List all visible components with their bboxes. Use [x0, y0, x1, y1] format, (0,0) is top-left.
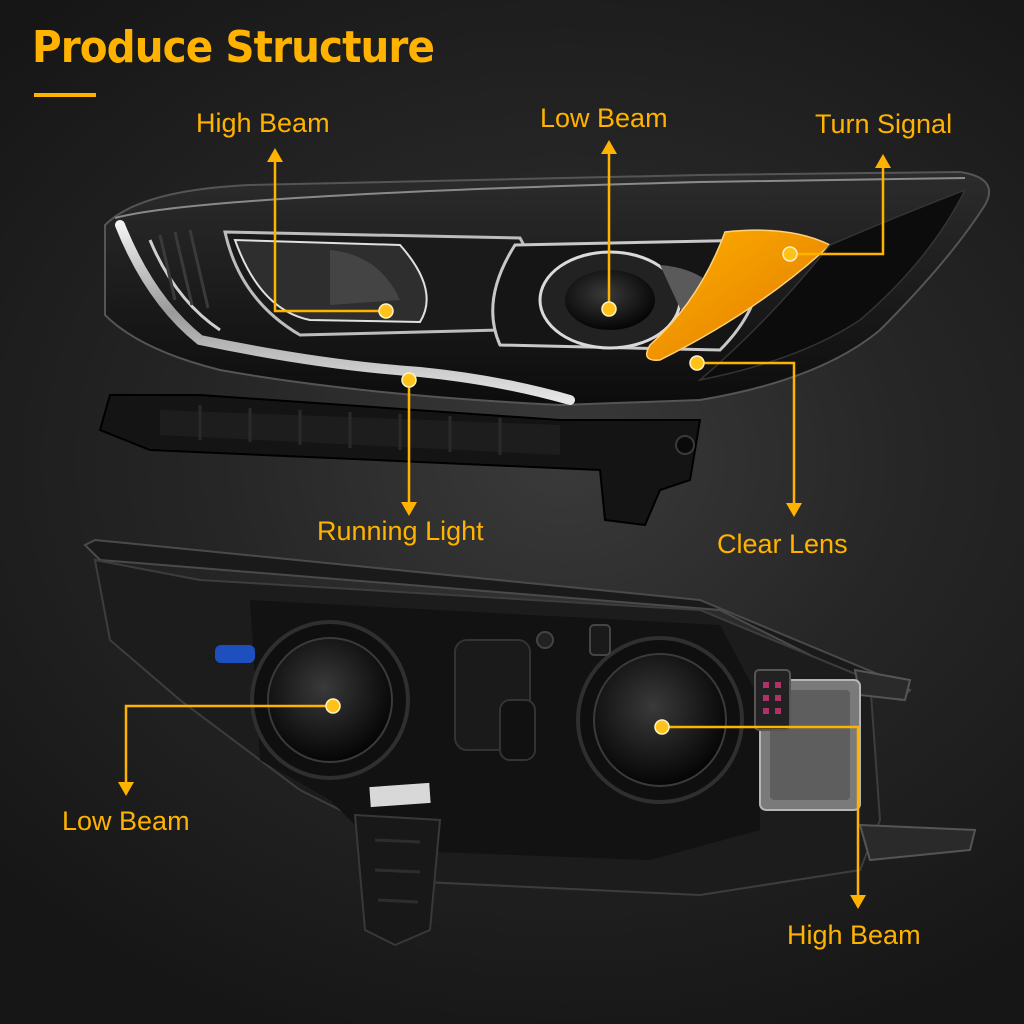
- callout-arrowheads: [118, 140, 891, 909]
- rear-headlight: [83, 538, 977, 947]
- front-high-beam-label: High Beam: [196, 108, 330, 138]
- callout-dots: [325, 246, 798, 735]
- rear-low-beam-label: Low Beam: [62, 806, 190, 836]
- title-underline: [34, 93, 96, 97]
- page-title: Produce Structure: [32, 22, 435, 73]
- front-turn-signal-label: Turn Signal: [815, 109, 953, 139]
- callout-lines: [124, 152, 885, 897]
- rear-high-beam-label: High Beam: [787, 920, 921, 950]
- front-clear-lens-label: Clear Lens: [717, 529, 848, 559]
- front-running-light-label: Running Light: [317, 516, 484, 546]
- front-headlight: [98, 170, 991, 527]
- front-low-beam-label: Low Beam: [540, 103, 668, 133]
